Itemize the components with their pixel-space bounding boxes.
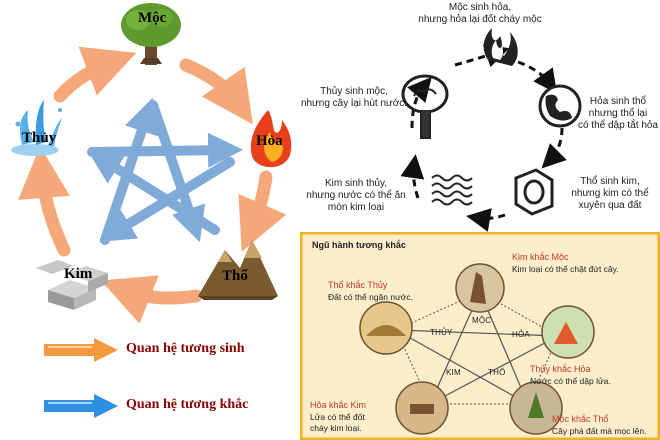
- legend-item-khac: Quan hệ tương khắc: [42, 392, 292, 420]
- water-splash-icon: [11, 100, 62, 156]
- element-label-kim: Kim: [64, 266, 93, 282]
- tree-icon: [121, 3, 181, 65]
- khac-arrows: [87, 97, 243, 245]
- ngu-hanh-tuong-khac-chart: Ngũ hành tương khắc Kim khắc Mộc Kim loạ…: [300, 232, 660, 440]
- khac-arrow-thuy-hoa: [87, 132, 243, 168]
- water-wave-icon: [431, 174, 473, 206]
- sinh-arrow-hoa-tho: [238, 170, 287, 252]
- sinh-arrow-kim-thuy: [18, 146, 71, 257]
- star-label-tho: THỔ: [488, 368, 506, 377]
- globe-icon: [538, 84, 582, 128]
- tuong-khac-title: Ngũ hành tương khắc: [312, 240, 406, 250]
- rule-desc-tho-thuy: Đất có thể ngăn nước.: [328, 292, 413, 302]
- orange-arrow-icon: [44, 338, 118, 362]
- caption-tho-kim: Thổ sinh kim, nhưng kim có thể xuyên qua…: [571, 176, 649, 211]
- khac-arrow-hoa-kim: [99, 157, 235, 242]
- tree-outline-icon: [401, 74, 449, 139]
- element-label-moc: Mộc: [138, 10, 167, 26]
- sinh-arrow-thuy-moc: [53, 46, 137, 103]
- legend-label-khac: Quan hệ tương khắc: [126, 397, 249, 412]
- sinh-arrow-moc-hoa: [179, 58, 253, 125]
- caption-moc-hoa: Mộc sinh hỏa, nhưng hỏa lại đốt cháy mộc: [418, 2, 542, 25]
- khac-star-graphic: [300, 232, 660, 440]
- element-label-thuy: Thủy: [22, 130, 57, 146]
- rule-desc-moc-tho: Cây phá đất mà mọc lên.: [552, 426, 647, 436]
- legend-item-sinh: Quan hệ tương sinh: [42, 336, 292, 364]
- element-vignettes: [359, 263, 595, 435]
- hex-nut-icon: [514, 168, 554, 216]
- dashed-arrow-hoa-tho-2: [541, 127, 567, 169]
- caption-hoa-tho: Hỏa sinh thổ nhưng thổ lại có thể dập tắ…: [577, 96, 659, 131]
- rule-desc-hoa-kim-1: Lửa có thể đốt: [310, 412, 365, 422]
- rule-title-tho-thuy: Thổ khắc Thủy: [328, 280, 388, 290]
- dashed-arrow-thuy-moc: [407, 76, 432, 129]
- caption-kim-thuy: Kim sinh thủy, nhưng nước có thể ăn mòn …: [306, 178, 406, 213]
- element-label-tho: Thổ: [222, 268, 248, 284]
- star-label-kim: KIM: [446, 368, 461, 377]
- rule-desc-hoa-kim-2: cháy kim loại.: [310, 423, 362, 433]
- khac-arrow-tho-thuy: [87, 150, 220, 235]
- rule-title-moc-tho: Mộc khắc Thổ: [552, 414, 609, 424]
- pentagon-lines: [395, 291, 559, 405]
- blue-arrow-icon: [44, 394, 118, 418]
- fire-icon: [250, 110, 292, 168]
- rule-desc-thuy-hoa: Nước có thể dập lửa.: [530, 376, 611, 386]
- rule-title-hoa-kim: Hỏa khắc Kim: [310, 400, 367, 410]
- rule-title-thuy-hoa: Thủy khắc Hỏa: [530, 364, 591, 374]
- star-label-hoa: HỎA: [512, 330, 530, 339]
- fire-outline-icon: [483, 28, 518, 66]
- star-label-moc: MỘC: [472, 316, 492, 325]
- caption-thuy-moc: Thủy sinh mộc, nhưng cây lại hút nước.: [300, 86, 408, 109]
- dashed-arrow-kim-thuy: [400, 154, 425, 199]
- rule-title-kim-moc: Kim khắc Mộc: [512, 252, 569, 262]
- mountain-icon: [198, 240, 278, 300]
- cycle-graphic: [11, 3, 292, 324]
- star-label-thuy: THỦY: [430, 328, 453, 337]
- sinh-khac-explanation-diagram: Mộc sinh hỏa, nhưng hỏa lại đốt cháy mộc…: [300, 0, 660, 232]
- sinh-arrows: [18, 46, 287, 324]
- sinh-arrow-tho-kim: [100, 275, 203, 324]
- dashed-cycle-graphic: [400, 28, 582, 232]
- metal-ingot-icon: [36, 260, 108, 310]
- rule-desc-kim-moc: Kim loại có thể chặt đứt cây.: [512, 264, 619, 274]
- dashed-arrow-hoa-tho-1: [517, 60, 557, 94]
- element-label-hoa: Hỏa: [256, 133, 283, 149]
- wuxing-cycle-diagram: Mộc Hỏa Thổ Kim Thủy Quan hệ tương sinh …: [0, 0, 300, 440]
- khac-arrow-kim-moc: [100, 97, 159, 245]
- legend-label-sinh: Quan hệ tương sinh: [126, 341, 245, 356]
- dashed-arrow-tho-kim: [466, 208, 506, 232]
